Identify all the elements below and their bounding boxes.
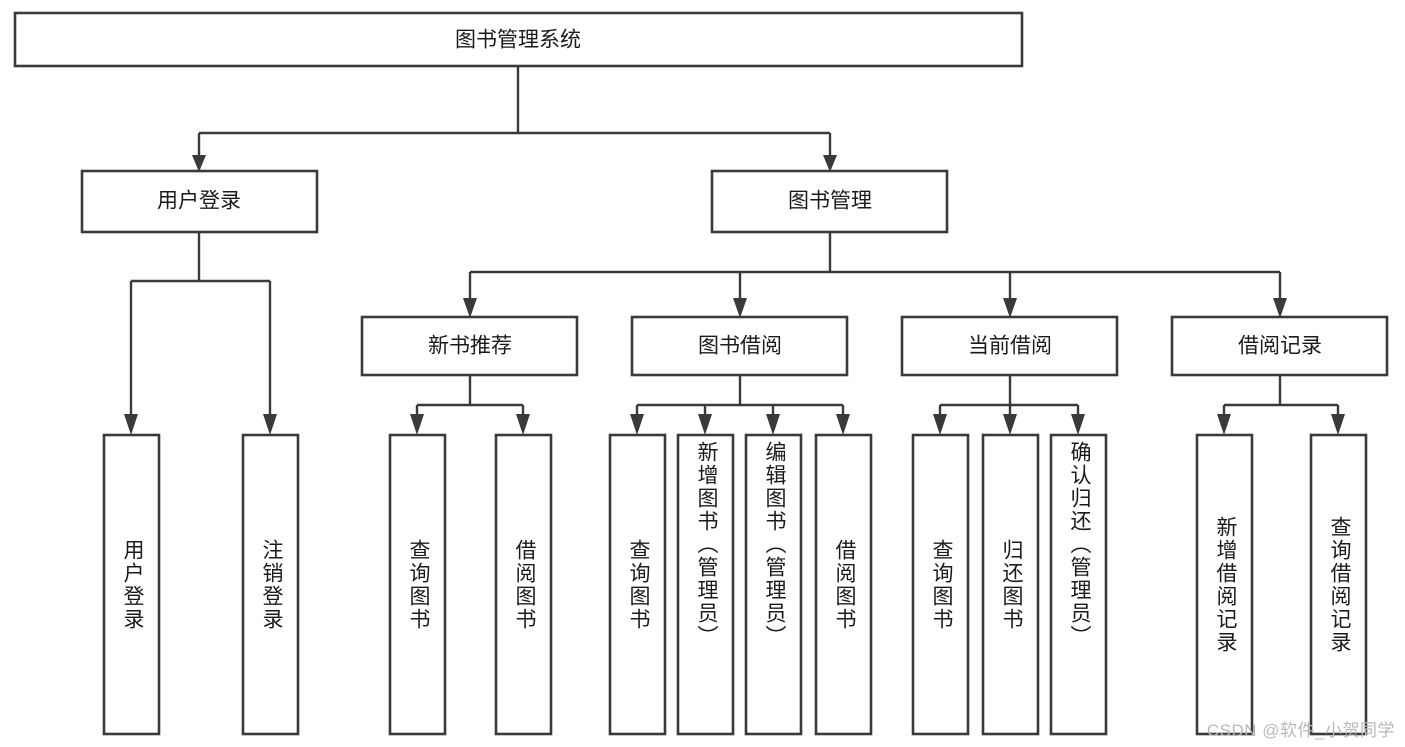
- node-borrow-record[interactable]: 借阅记录: [1170, 315, 1389, 377]
- node-book-manage-label: 图书管理: [788, 190, 872, 213]
- arrow-head-currentborrow: [1003, 298, 1017, 318]
- leaf-query-book-1-box[interactable]: [388, 433, 447, 736]
- arrow-head-leaf-query-record: [1331, 414, 1345, 435]
- arrow-head-leaf-query-book-1: [410, 414, 424, 435]
- arrow-head-leaf-logout: [263, 414, 277, 435]
- node-book-borrow-label: 图书借阅: [698, 335, 782, 358]
- arrow-head-borrowrecord: [1273, 298, 1287, 318]
- node-current-borrow[interactable]: 当前借阅: [900, 315, 1119, 377]
- arrow-head-leaf-borrow-book-1: [516, 414, 530, 435]
- arrow-head-user-login: [192, 155, 206, 172]
- node-new-book-recommend-box[interactable]: [360, 315, 579, 377]
- leaf-confirm-return-box[interactable]: [1049, 433, 1108, 736]
- arrow-head-leaf-confirm-return: [1071, 414, 1085, 435]
- node-current-borrow-label: 当前借阅: [968, 335, 1052, 358]
- leaf-add-book-box[interactable]: [676, 433, 735, 736]
- arrow-head-book-manage: [823, 155, 837, 172]
- node-new-book-recommend[interactable]: 新书推荐: [360, 315, 579, 377]
- arrow-head-leaf-add-book: [698, 414, 712, 435]
- arrow-head-leaf-user-login: [124, 414, 138, 435]
- leaf-query-book-2-box[interactable]: [608, 433, 667, 736]
- arrow-head-newbook: [463, 298, 477, 318]
- leaf-return-book-box[interactable]: [981, 433, 1040, 736]
- arrow-head-leaf-return-book: [1003, 414, 1017, 435]
- arrow-head-leaf-edit-book: [766, 414, 780, 435]
- leaf-boxes: [102, 433, 1368, 736]
- node-root-label: 图书管理系统: [455, 29, 581, 52]
- node-user-login-box[interactable]: [80, 169, 319, 234]
- node-root-box[interactable]: [13, 11, 1024, 68]
- node-user-login[interactable]: 用户登录: [80, 169, 319, 234]
- watermark: CSDN @软件_小贺同学: [1206, 721, 1395, 740]
- node-root[interactable]: 图书管理系统: [13, 11, 1024, 68]
- arrow-head-bookborrow: [733, 298, 747, 318]
- leaf-user-login-box[interactable]: [102, 433, 161, 736]
- node-book-borrow-box[interactable]: [630, 315, 849, 377]
- leaf-add-record-box[interactable]: [1195, 433, 1254, 736]
- leaf-logout-box[interactable]: [241, 433, 300, 736]
- node-borrow-record-label: 借阅记录: [1238, 335, 1322, 358]
- leaf-edit-book-box[interactable]: [744, 433, 803, 736]
- node-user-login-label: 用户登录: [157, 190, 241, 213]
- arrow-head-leaf-query-book-2: [630, 414, 644, 435]
- arrow-head-leaf-add-record: [1217, 414, 1231, 435]
- node-new-book-recommend-label: 新书推荐: [428, 335, 512, 358]
- connectors: [124, 66, 1345, 435]
- leaf-query-book-3-box[interactable]: [911, 433, 970, 736]
- arrow-head-leaf-borrow-book-2: [836, 414, 850, 435]
- leaf-borrow-book-1-box[interactable]: [494, 433, 553, 736]
- node-book-manage[interactable]: 图书管理: [710, 169, 949, 234]
- node-borrow-record-box[interactable]: [1170, 315, 1389, 377]
- node-book-borrow[interactable]: 图书借阅: [630, 315, 849, 377]
- arrow-head-leaf-query-book-3: [933, 414, 947, 435]
- leaf-borrow-book-2-box[interactable]: [814, 433, 873, 736]
- node-current-borrow-box[interactable]: [900, 315, 1119, 377]
- node-book-manage-box[interactable]: [710, 169, 949, 234]
- leaf-query-record-box[interactable]: [1309, 433, 1368, 736]
